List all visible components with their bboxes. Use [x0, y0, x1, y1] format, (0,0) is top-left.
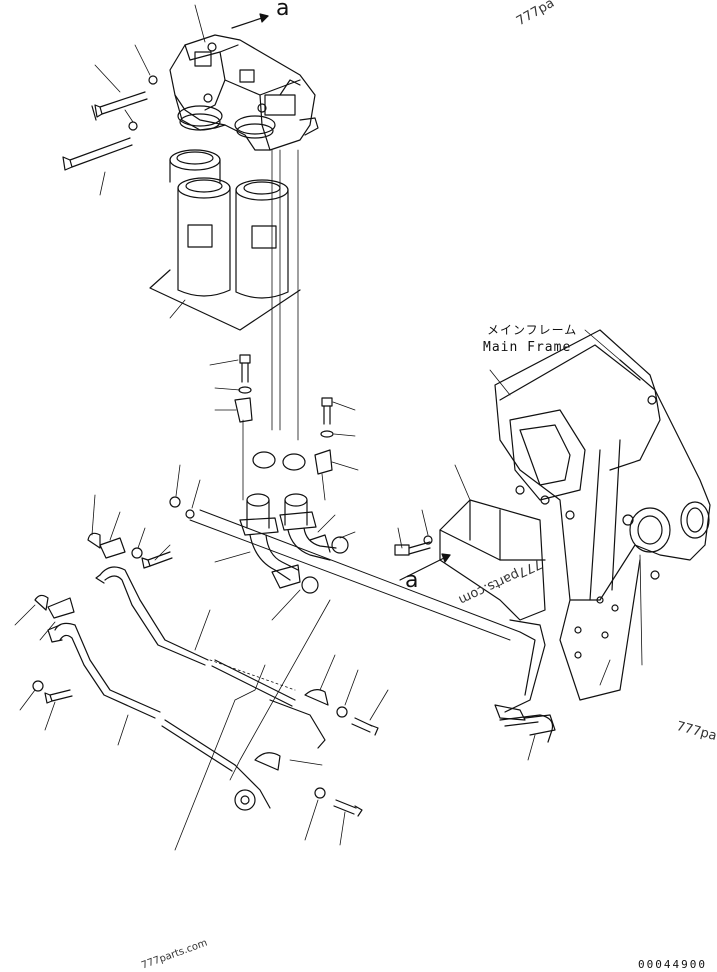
- main-frame: [494, 329, 711, 701]
- filter-head-assembly: [169, 34, 319, 151]
- filter-cartridge-right: [235, 179, 289, 299]
- mounting-plate: [394, 499, 546, 621]
- clamp-mid: [254, 689, 379, 817]
- long-bolt-upper: [91, 75, 158, 121]
- tube-elbow-left: [239, 493, 301, 589]
- bolt-small-right: [314, 397, 334, 501]
- hose-upper: [95, 566, 326, 749]
- hose-lower: [47, 622, 271, 811]
- clamp-left-lower: [32, 594, 75, 704]
- arrow-to-a-mid: [399, 553, 451, 581]
- o-ring-right: [282, 453, 306, 471]
- reference-mark-a-mid: a: [405, 568, 419, 593]
- main-frame-label-jp: メインフレーム: [487, 323, 578, 337]
- tube-elbow-right: [279, 493, 337, 561]
- drawing-code: 00044900: [638, 958, 707, 971]
- filter-cartridge-left: [177, 177, 231, 297]
- leader-lines: [14, 4, 643, 851]
- u-bolt: [499, 714, 554, 743]
- reference-mark-a-top: a: [276, 0, 290, 21]
- main-frame-label-en: Main Frame: [483, 340, 572, 355]
- clamp-left-upper: [87, 496, 195, 569]
- support-bracket: [189, 509, 556, 736]
- bolt-small-left: [234, 354, 253, 501]
- o-ring-left: [252, 451, 276, 469]
- filter-cartridge-back: [169, 149, 221, 183]
- arrow-to-a-top: [231, 13, 269, 29]
- long-bolt-lower: [62, 121, 138, 171]
